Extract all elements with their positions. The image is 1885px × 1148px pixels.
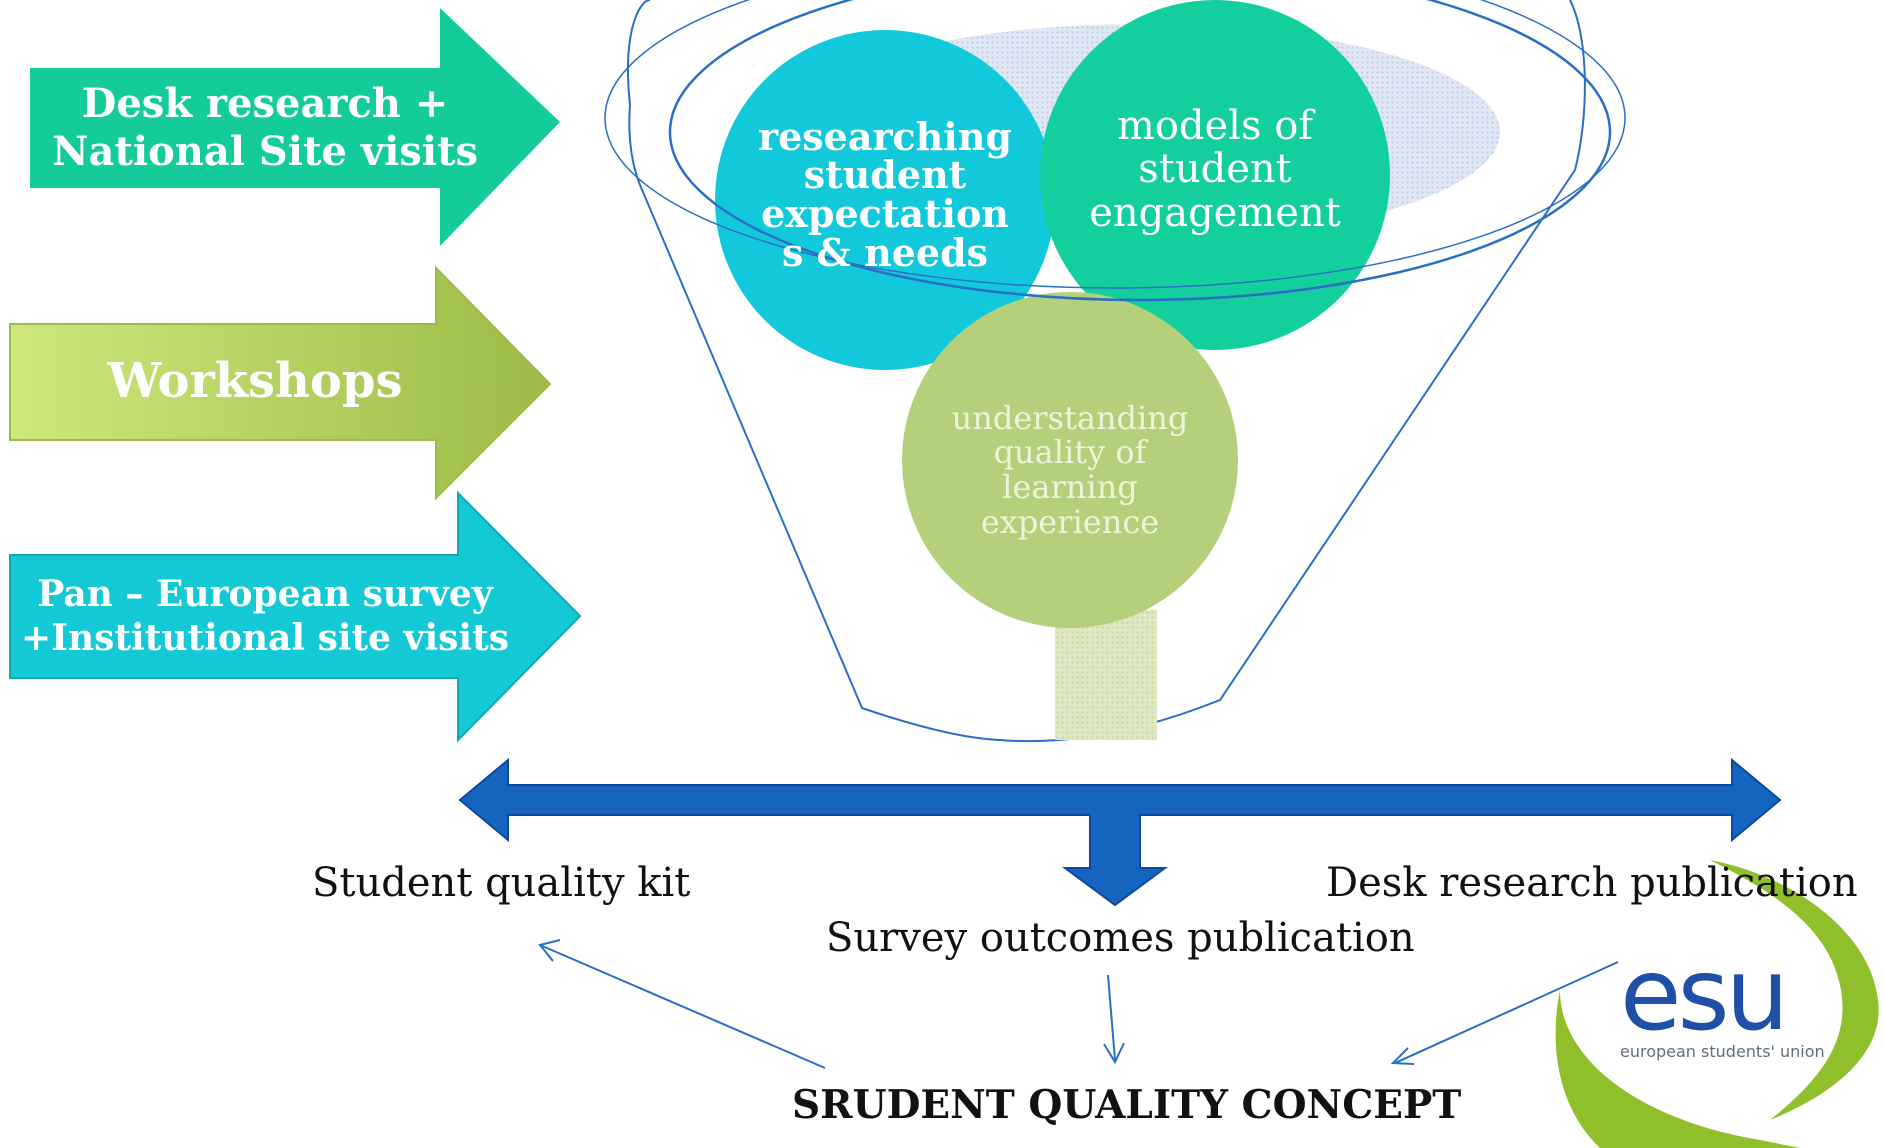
concept-title: SRUDENT QUALITY CONCEPT [792,1082,1462,1128]
esu-logo-tagline: european students' union [1620,1042,1825,1061]
esu-logo-mark: esu [1620,936,1789,1053]
esu-logo: esu european students' union [1620,936,1825,1062]
output-survey-outcomes: Survey outcomes publication [826,915,1415,961]
arrow-to-kit [539,944,826,1069]
arrow-desk-to-concept-head [1390,1047,1415,1065]
logo-swoosh-lower [1555,990,1800,1148]
label-desk-research: Desk research + National Site visits [51,80,479,175]
arrow-survey [9,490,582,743]
circle-models-engagement [1040,0,1390,350]
funnel-stem [1055,610,1157,740]
label-understanding: understanding quality of learning experi… [951,398,1189,541]
arrow-to-kit-head [538,939,561,962]
label-survey: Pan – European survey +Institutional sit… [20,573,510,659]
funnel-rim-outer [604,0,1626,289]
arrow-workshops [9,265,552,501]
funnel-rim-inner [668,0,1612,302]
connector-arrows [538,939,1619,1069]
circle-understanding-quality [902,292,1238,628]
arrow-desk-to-concept [1394,961,1619,1064]
distribution-bar [458,757,1782,907]
output-desk-research: Desk research publication [1326,860,1858,906]
arrow-desk-research [30,8,560,246]
circle-researching-expectations [715,30,1055,370]
label-researching: researching student expectation s & need… [758,113,1012,275]
label-models: models of student engagement [1089,103,1341,236]
funnel-outline [627,0,1586,743]
logo-swoosh [1710,860,1879,1120]
label-workshops: Workshops [107,353,403,410]
arrow-survey-to-concept-head [1103,1042,1125,1065]
output-student-quality-kit: Student quality kit [312,860,691,906]
arrow-survey-to-concept [1107,974,1116,1061]
